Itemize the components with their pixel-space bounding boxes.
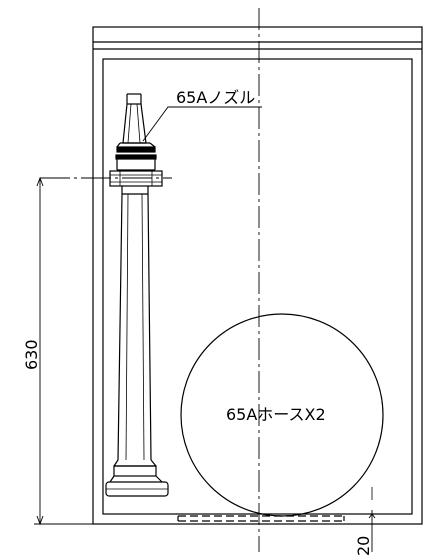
dim-630-arrow-top xyxy=(36,176,44,187)
nozzle-drawing xyxy=(105,93,169,497)
height-dimension-label: 630 xyxy=(22,339,41,370)
dim-20-arrow xyxy=(368,513,376,519)
dim-630-arrow-bottom xyxy=(36,515,44,526)
nozzle-label: 65Aノズル xyxy=(176,88,255,107)
cabinet-inner-frame xyxy=(102,58,413,515)
bottom-dimension-label: 20 xyxy=(354,536,373,556)
hose-label: 65AホースX2 xyxy=(226,405,326,424)
nozzle-leader-line xyxy=(142,106,262,142)
cabinet-outer-frame xyxy=(92,26,423,525)
hose-coil-circle xyxy=(180,313,384,517)
